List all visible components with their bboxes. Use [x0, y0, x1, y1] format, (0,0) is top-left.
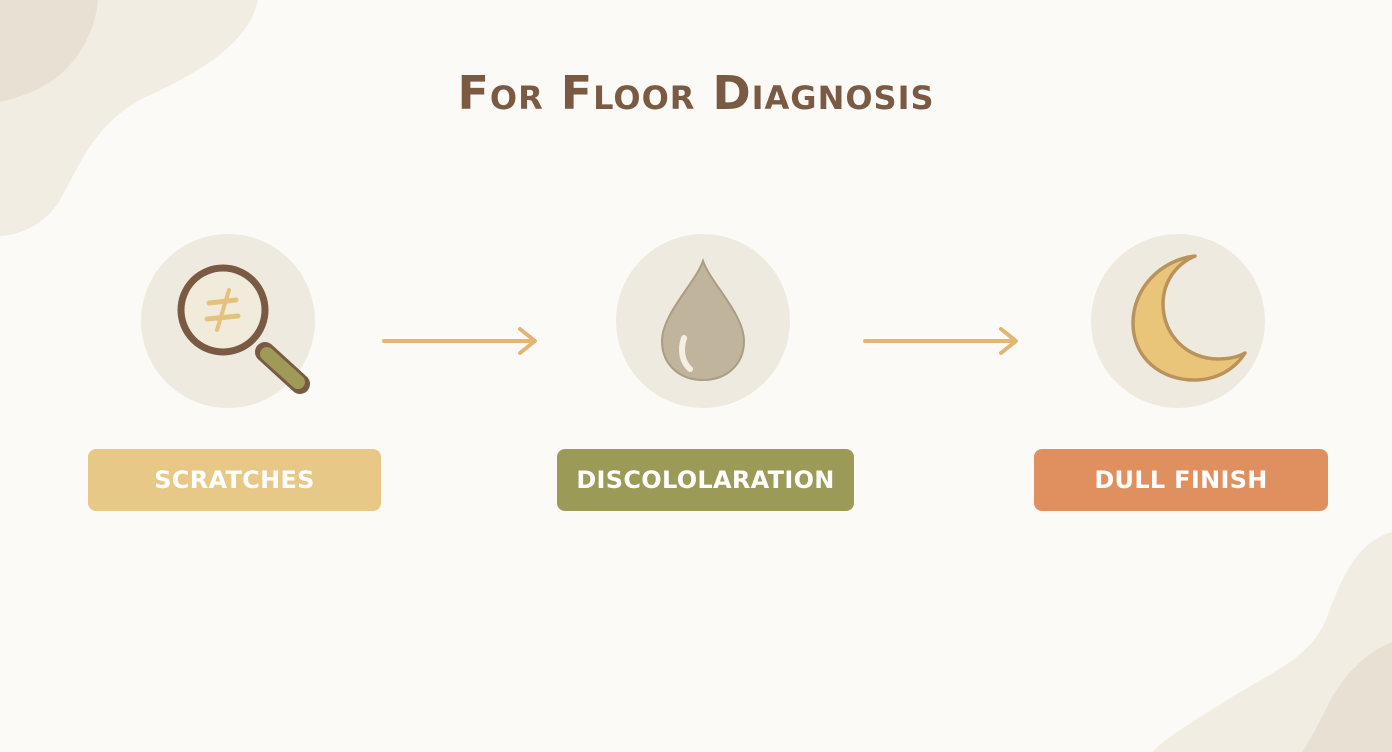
water-drop-icon	[660, 257, 746, 382]
step-circle-dull-finish	[1091, 234, 1265, 408]
label-scratches: SCRATCHES	[88, 449, 381, 511]
crescent-moon-icon	[1131, 254, 1247, 382]
step-circle-scratches	[141, 234, 315, 408]
arrow-right-icon	[382, 327, 537, 355]
diagram-title: For Floor Diagnosis	[457, 66, 935, 120]
label-dull-finish: DULL FINISH	[1034, 449, 1328, 511]
magnifier-icon	[177, 264, 310, 394]
corner-blob-top-left	[0, 0, 258, 236]
step-circle-discoloration	[616, 234, 790, 408]
label-discoloration: DISCOLOLARATION	[557, 449, 854, 511]
arrow-right-icon	[863, 327, 1018, 355]
corner-blob-bottom-right	[1152, 532, 1392, 752]
